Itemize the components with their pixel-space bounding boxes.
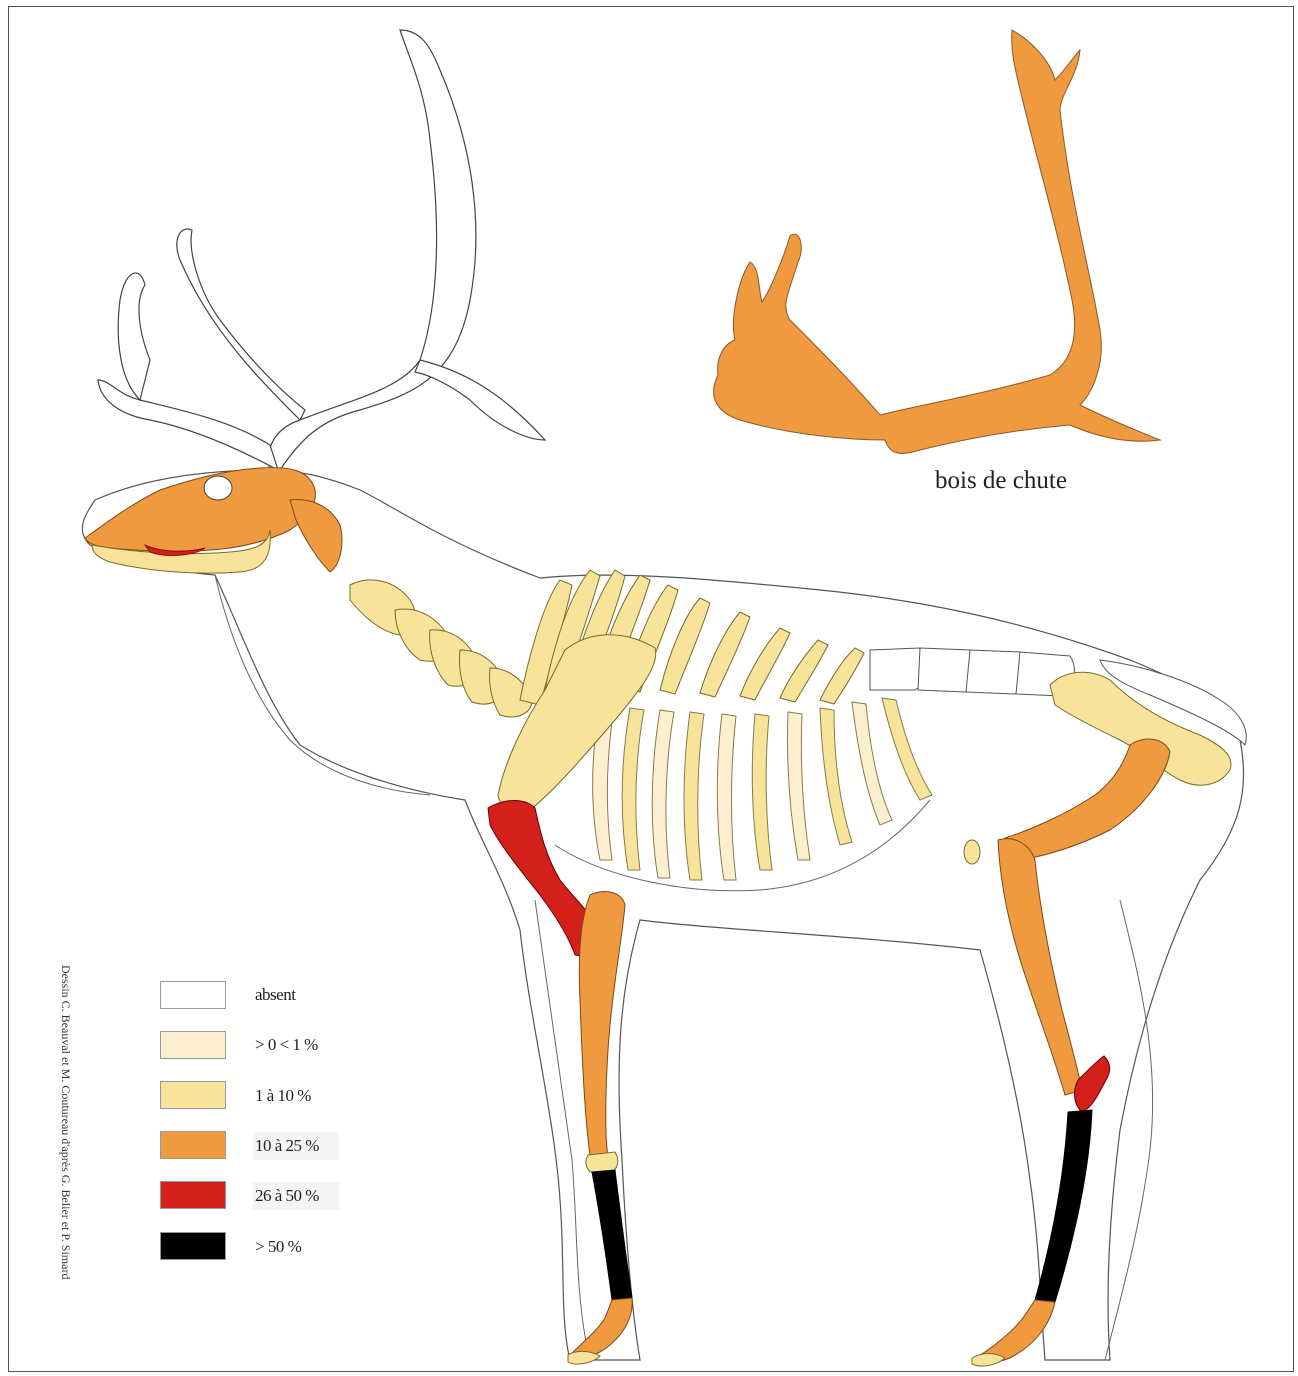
legend-label-absent: absent [255,985,295,1005]
patella [964,840,980,864]
legend-label-gt50: > 50 % [255,1237,301,1257]
cervical-vertebrae [350,580,532,717]
shed-antler [714,30,1160,453]
radius-ulna [579,892,625,1155]
legend-label-lt1: > 0 < 1 % [255,1035,318,1055]
hoof-front [568,1351,600,1364]
legend-swatch-lt1 [160,1031,226,1059]
hoof-hind [972,1354,1005,1367]
femur [1002,739,1170,860]
occipital [290,500,342,572]
tarsals [1075,1056,1110,1112]
phalanges-front [570,1298,632,1358]
legend-swatch-26-50 [160,1181,226,1209]
metatarsal-hind [1035,1110,1092,1302]
hind-leg-outline-back [1105,900,1153,1360]
tibia [998,839,1082,1095]
legend-swatch-absent [160,981,226,1009]
legend-label-10-25: 10 à 25 % [253,1132,339,1160]
legend-swatch-gt50 [160,1232,226,1260]
orbit [204,476,232,500]
legend-label-26-50: 26 à 50 % [253,1182,339,1210]
legend-swatch-10-25 [160,1131,226,1159]
drawing-credit: Dessin C. Beauval et M. Coutureau d'aprè… [58,965,73,1275]
carpals-front [586,1152,618,1172]
skull [85,468,315,552]
ribs [593,698,933,880]
lumbar-vertebrae [870,648,1074,696]
legend-swatch-1-10 [160,1081,226,1109]
attached-antlers [98,30,545,470]
ribcage-outline [555,800,930,891]
legend-label-1-10: 1 à 10 % [255,1086,311,1106]
shed-antler-caption: bois de chute [935,467,1067,495]
